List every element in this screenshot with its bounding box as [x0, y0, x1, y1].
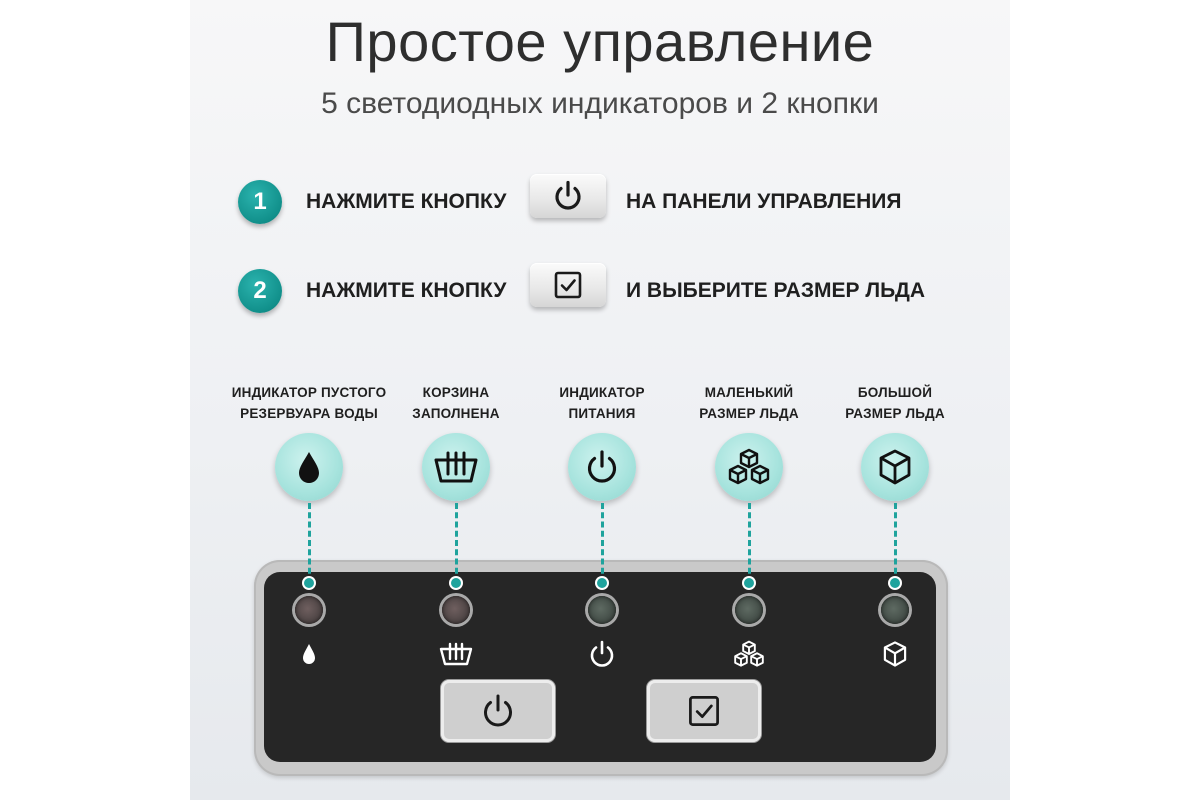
step-text-after: И ВЫБЕРИТЕ РАЗМЕР ЛЬДА [626, 279, 926, 302]
step-text-after: НА ПАНЕЛИ УПРАВЛЕНИЯ [626, 190, 902, 213]
water-drop-icon [303, 644, 315, 664]
power-button-illustration [530, 174, 606, 218]
step-2: 2 НАЖМИТЕ КНОПКУ И ВЫБЕРИТЕ РАЗМЕР ЛЬДА [238, 263, 978, 317]
connector-line [748, 503, 751, 583]
connector-line [601, 503, 604, 583]
control-panel [254, 560, 948, 776]
indicator-label-small-ice: МАЛЕНЬКИЙ РАЗМЕР ЛЬДА [699, 385, 799, 421]
indicator-bubble-small-ice [715, 433, 783, 501]
indicator-label-water-empty: ИНДИКАТОР ПУСТОГО РЕЗЕРВУАРА ВОДЫ [231, 385, 387, 421]
large-ice-cube-icon [879, 449, 911, 485]
connector-line [455, 503, 458, 583]
led-small-ice [735, 596, 763, 624]
indicator-bubble-power [568, 433, 636, 501]
page-title: Простое управление [325, 10, 875, 73]
indicator-bubble-large-ice [861, 433, 929, 501]
small-ice-cubes-icon [734, 640, 764, 667]
basket-icon [434, 451, 478, 483]
step-text-before: НАЖМИТЕ КНОПКУ [306, 279, 507, 302]
led-power [588, 596, 616, 624]
panel-power-button[interactable] [441, 680, 555, 742]
led-large-ice [881, 596, 909, 624]
panel-icon-power [584, 638, 620, 670]
panel-icon-basket [438, 638, 474, 670]
step-number-badge: 2 [238, 269, 282, 313]
page-subtitle: 5 светодиодных индикаторов и 2 кнопки [321, 87, 879, 120]
connector-dot [304, 578, 314, 588]
power-icon [555, 180, 581, 210]
indicator-label-basket-full: КОРЗИНА ЗАПОЛНЕНА [412, 385, 500, 421]
power-icon [590, 640, 614, 667]
indicator-bubble-water-empty [275, 433, 343, 501]
step-1: 1 НАЖМИТЕ КНОПКУ НА ПАНЕЛИ УПРАВЛЕНИЯ [238, 174, 978, 228]
led-basket-full [442, 596, 470, 624]
panel-icon-large-ice [877, 638, 913, 670]
infographic-card: Простое управление 5 светодиодных индика… [190, 0, 1010, 800]
step-number-badge: 1 [238, 180, 282, 224]
connector-dot [744, 578, 754, 588]
panel-select-button[interactable] [647, 680, 761, 742]
connector-line [894, 503, 897, 583]
connector-line [308, 503, 311, 583]
connector-dot [597, 578, 607, 588]
connector-dot [890, 578, 900, 588]
step-text-before: НАЖМИТЕ КНОПКУ [306, 190, 507, 213]
water-drop-icon [299, 452, 319, 483]
indicator-bubble-basket-full [422, 433, 490, 501]
power-icon [587, 450, 617, 483]
basket-icon [439, 642, 473, 666]
connector-dot [451, 578, 461, 588]
indicator-label-power: ИНДИКАТОР ПИТАНИЯ [559, 385, 645, 421]
checkbox-icon [554, 271, 582, 299]
led-water-empty [295, 596, 323, 624]
power-icon [484, 694, 512, 727]
checkbox-icon [689, 696, 719, 726]
panel-icon-small-ice [731, 638, 767, 670]
large-ice-cube-icon [883, 641, 907, 667]
small-ice-cubes-icon [728, 448, 770, 485]
indicator-label-large-ice: БОЛЬШОЙ РАЗМЕР ЛЬДА [845, 385, 945, 421]
panel-icon-water [291, 638, 327, 670]
select-button-illustration [530, 263, 606, 307]
